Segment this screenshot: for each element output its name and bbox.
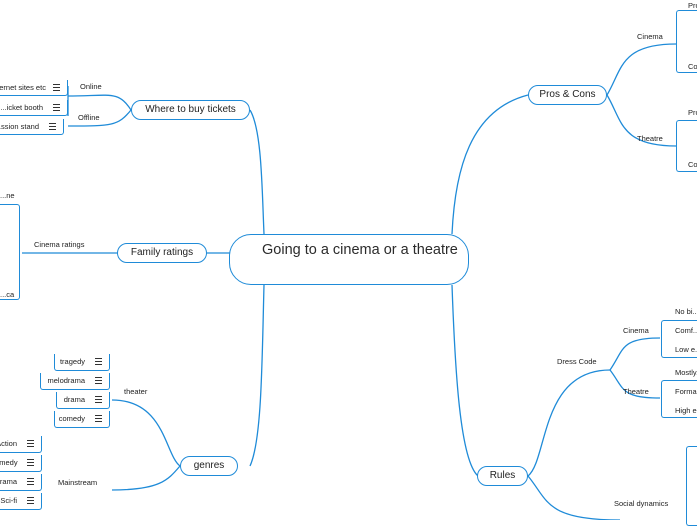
leaf-rating-2: ...ca xyxy=(0,290,15,299)
leaf-internet-sites[interactable]: ...ernet sites etc xyxy=(0,80,68,96)
menu-icon[interactable] xyxy=(27,497,34,504)
menu-icon[interactable] xyxy=(95,377,102,384)
menu-icon[interactable] xyxy=(27,478,34,485)
leaf-dress-theatre-3: High e... xyxy=(675,406,697,415)
leaf-concession-stand[interactable]: ...ssion stand xyxy=(0,119,64,135)
label-theatre-pros: Theatre xyxy=(637,134,663,143)
label-theater: theater xyxy=(124,387,148,396)
leaf-dress-cinema-3: Low e... xyxy=(675,345,697,354)
central-topic-text: Going to a cinema or a theatre xyxy=(262,242,458,258)
theatre-pros-cons-group xyxy=(676,120,697,172)
menu-icon[interactable] xyxy=(27,440,34,447)
menu-icon[interactable] xyxy=(53,84,60,91)
branch-where-to-buy-tickets[interactable]: Where to buy tickets xyxy=(131,100,250,120)
leaf-dress-cinema-2: Comf... xyxy=(675,326,697,335)
menu-icon[interactable] xyxy=(49,123,56,130)
leaf-melodrama[interactable]: melodrama xyxy=(40,373,110,390)
menu-icon[interactable] xyxy=(95,358,102,365)
label-online: Online xyxy=(80,82,102,91)
label-dress-code: Dress Code xyxy=(557,357,597,366)
dress-cinema-group xyxy=(661,320,697,358)
social-dynamics-group xyxy=(686,446,697,526)
label-dress-theatre: Theatre xyxy=(623,387,649,396)
menu-icon[interactable] xyxy=(95,415,102,422)
leaf-comedy[interactable]: comedy xyxy=(54,411,110,428)
leaf-drama[interactable]: drama xyxy=(56,392,110,409)
leaf-theatre-cons: Co... xyxy=(688,160,697,169)
central-topic[interactable]: Going to a cinema or a theatre xyxy=(229,234,469,285)
branch-pros-cons[interactable]: Pros & Cons xyxy=(528,85,607,105)
leaf-drama-mainstream[interactable]: ...rama xyxy=(0,474,42,491)
branch-genres[interactable]: genres xyxy=(180,456,238,476)
label-dress-cinema: Cinema xyxy=(623,326,649,335)
menu-icon[interactable] xyxy=(95,396,102,403)
branch-rules[interactable]: Rules xyxy=(477,466,528,486)
leaf-dress-theatre-1: Mostly... xyxy=(675,368,697,377)
label-mainstream: Mainstream xyxy=(58,478,98,487)
branch-family-ratings[interactable]: Family ratings xyxy=(117,243,207,263)
label-offline: Offline xyxy=(78,113,100,122)
leaf-tragedy[interactable]: tragedy xyxy=(54,354,110,371)
label-cinema-ratings: Cinema ratings xyxy=(34,240,85,249)
leaf-dress-theatre-2: Forma... xyxy=(675,387,697,396)
menu-icon[interactable] xyxy=(53,104,60,111)
leaf-cinema-pros: Pro... xyxy=(688,1,697,10)
leaf-comedy-mainstream[interactable]: ...medy xyxy=(0,455,42,472)
leaf-action[interactable]: Action xyxy=(0,436,42,453)
menu-icon[interactable] xyxy=(27,459,34,466)
leaf-rating-1: ...ne xyxy=(0,191,15,200)
leaf-sci-fi[interactable]: Sci-fi xyxy=(0,493,42,510)
cinema-ratings-group xyxy=(0,204,20,300)
label-social-dynamics: Social dynamics xyxy=(614,499,669,508)
label-cinema-pros: Cinema xyxy=(637,32,663,41)
cinema-pros-cons-group xyxy=(676,10,697,73)
leaf-ticket-booth[interactable]: ...icket booth xyxy=(0,100,68,116)
leaf-cinema-cons: Co... xyxy=(688,62,697,71)
leaf-dress-cinema-1: No bi... xyxy=(675,307,697,316)
leaf-theatre-pros: Pro... xyxy=(688,108,697,117)
dress-theatre-group xyxy=(661,380,697,418)
